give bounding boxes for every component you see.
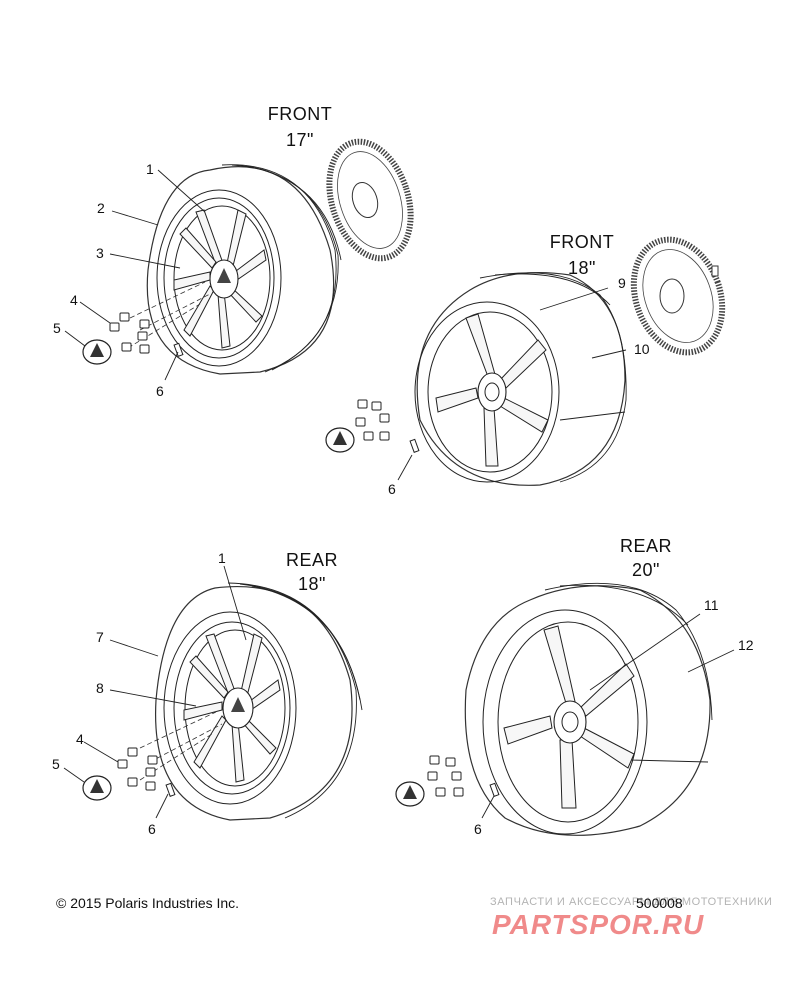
callout-11: 11 bbox=[704, 597, 719, 613]
callout-1: 1 bbox=[218, 550, 226, 566]
center-cap-front-17 bbox=[82, 339, 112, 365]
callout-5: 5 bbox=[52, 756, 60, 772]
center-cap-front-18 bbox=[325, 427, 355, 453]
rim-spokes-rear-18 bbox=[183, 633, 281, 783]
callout-10: 10 bbox=[634, 341, 650, 357]
valve-stem-rear-20 bbox=[489, 782, 500, 797]
valve-stem-front-18 bbox=[409, 438, 420, 453]
lug-nuts-front-17 bbox=[109, 312, 150, 354]
rim-rear-18 bbox=[163, 611, 297, 805]
brake-rotor-front-18 bbox=[630, 236, 726, 356]
lug-nuts-rear-18 bbox=[117, 747, 158, 791]
front-17-wheel-assembly: 1 2 3 4 5 6 FRONT 17" bbox=[53, 104, 414, 399]
rim-front-18 bbox=[414, 301, 560, 483]
valve-stem-rear-18 bbox=[165, 782, 176, 797]
heading-rear-20-line1: REAR bbox=[620, 536, 672, 556]
rear-18-wheel-assembly: 1 7 8 4 5 6 REAR 18" bbox=[52, 550, 363, 837]
lug-nuts-front-18 bbox=[355, 399, 390, 441]
callout-8: 8 bbox=[96, 680, 104, 696]
brake-rotor-front-17 bbox=[326, 138, 414, 262]
heading-rear-20-line2: 20" bbox=[632, 560, 660, 580]
front-18-wheel-assembly: 9 10 6 FRONT 18" bbox=[325, 232, 726, 497]
rim-spokes-front-18 bbox=[435, 313, 549, 467]
callout-9: 9 bbox=[618, 275, 626, 291]
valve-stem-front-17 bbox=[173, 342, 184, 357]
callout-3: 3 bbox=[96, 245, 104, 261]
center-cap-rear-18 bbox=[82, 775, 112, 801]
callout-12: 12 bbox=[738, 637, 754, 653]
callout-6: 6 bbox=[474, 821, 482, 837]
callout-6: 6 bbox=[148, 821, 156, 837]
callout-4: 4 bbox=[76, 731, 84, 747]
callout-2: 2 bbox=[97, 200, 105, 216]
copyright-notice: © 2015 Polaris Industries Inc. bbox=[56, 895, 239, 911]
callout-1: 1 bbox=[146, 161, 154, 177]
watermark-logo: PARTSPOR.RU bbox=[492, 909, 704, 940]
heading-front-17-line1: FRONT bbox=[268, 104, 333, 124]
heading-front-18-line1: FRONT bbox=[550, 232, 615, 252]
callout-7: 7 bbox=[96, 629, 104, 645]
callout-6: 6 bbox=[156, 383, 164, 399]
rim-rear-20 bbox=[482, 609, 648, 835]
heading-front-17-line2: 17" bbox=[286, 130, 314, 150]
rim-spokes-front-17 bbox=[173, 209, 267, 349]
heading-front-18-line2: 18" bbox=[568, 258, 596, 278]
lug-nuts-rear-20 bbox=[427, 755, 464, 797]
tire-front-18 bbox=[416, 271, 627, 486]
callout-5: 5 bbox=[53, 320, 61, 336]
center-cap-rear-20 bbox=[395, 781, 425, 807]
callout-6: 6 bbox=[388, 481, 396, 497]
rim-front-17 bbox=[156, 189, 282, 367]
callout-4: 4 bbox=[70, 292, 78, 308]
heading-rear-18-line2: 18" bbox=[298, 574, 326, 594]
watermark-tagline: ЗАПЧАСТИ И АКСЕССУАРЫ ДЛЯ МОТОТЕХНИКИ bbox=[490, 896, 772, 908]
rear-20-wheel-assembly: 11 12 6 REAR 20" bbox=[395, 536, 754, 837]
heading-rear-18-line1: REAR bbox=[286, 550, 338, 570]
figure-number: 500008 bbox=[636, 895, 683, 911]
